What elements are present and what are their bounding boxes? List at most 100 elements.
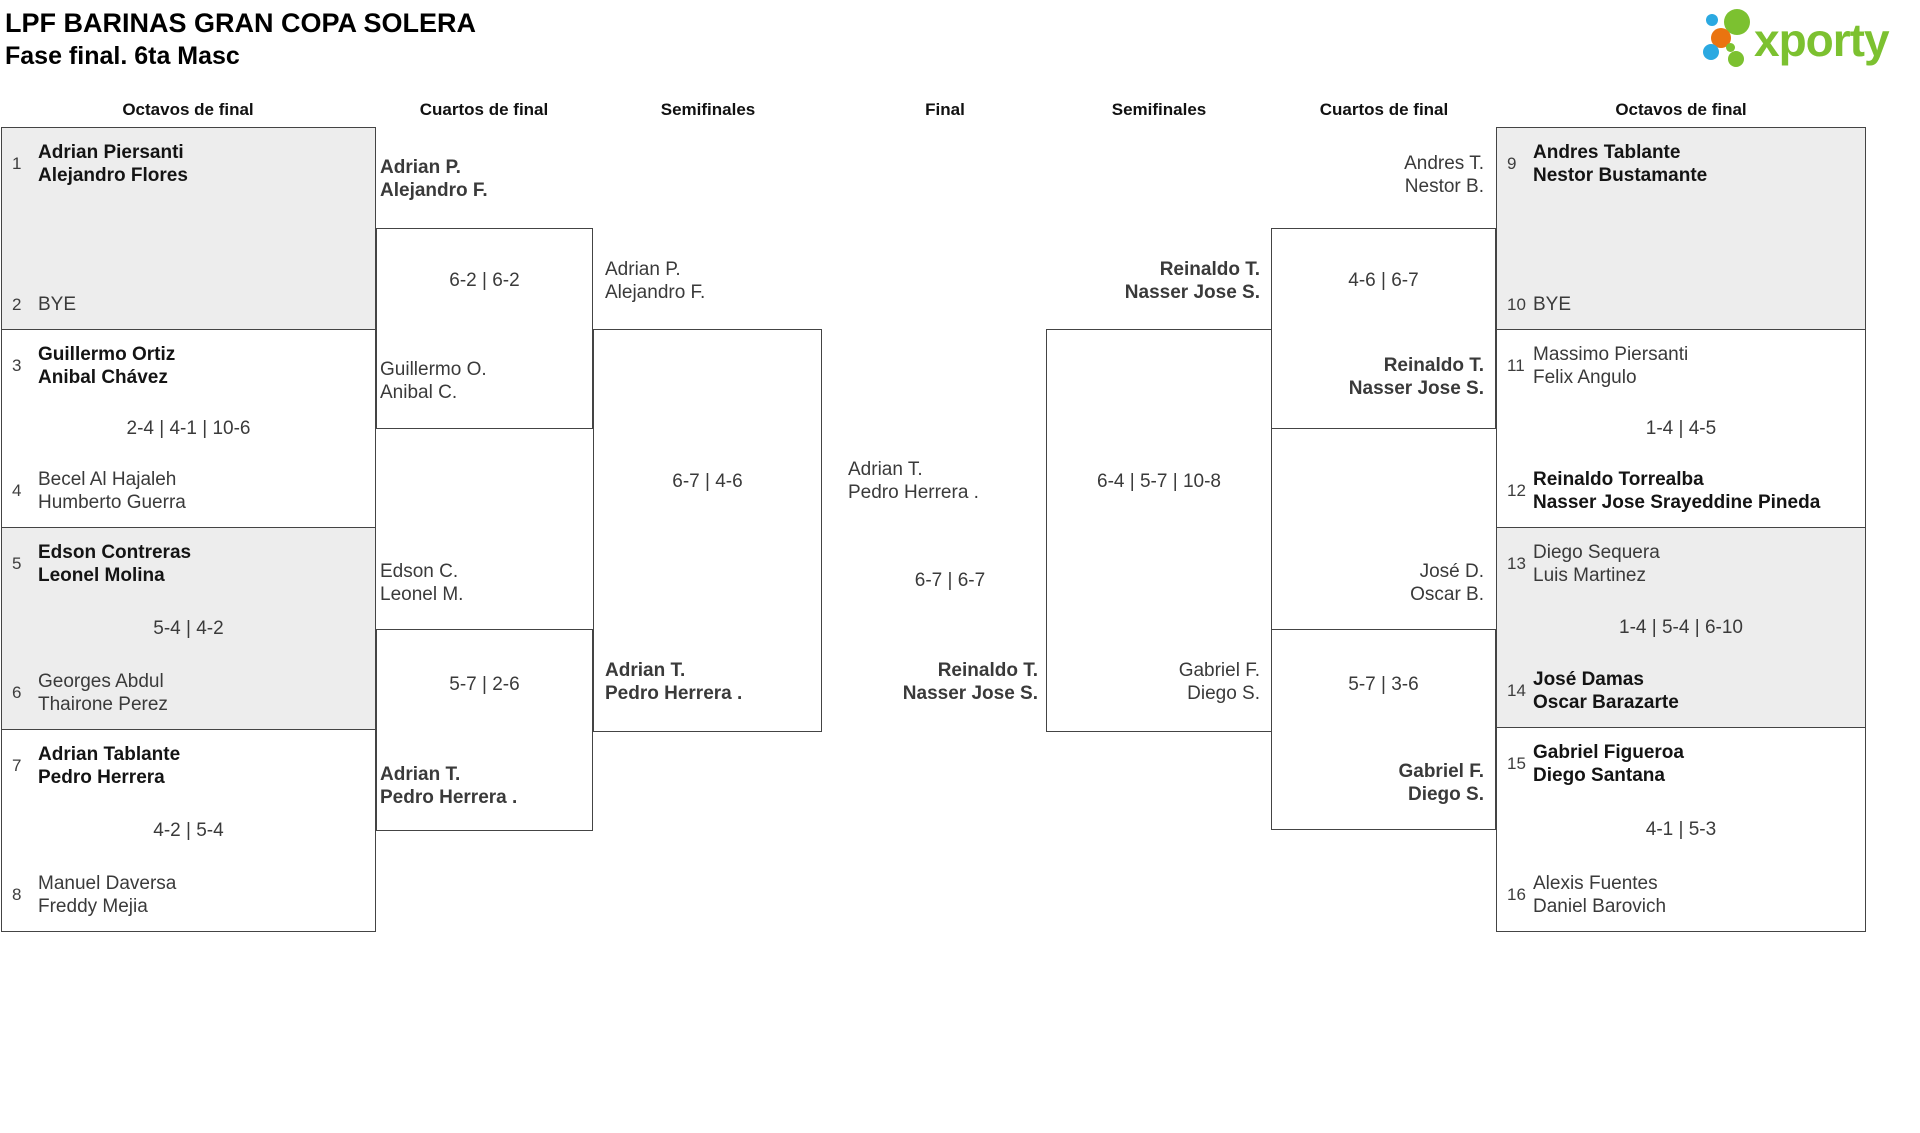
player-name: Alejandro F. xyxy=(605,282,706,303)
player-name: Leonel Molina xyxy=(38,565,165,586)
player-name: Nasser Jose S. xyxy=(1348,378,1484,399)
team-label: Adrian T. Pedro Herrera . xyxy=(848,458,979,504)
player-name: Pedro Herrera . xyxy=(848,482,979,503)
player-name: Pedro Herrera . xyxy=(605,683,743,704)
player-name: Nestor B. xyxy=(1404,176,1484,197)
logo-dot xyxy=(1706,14,1718,26)
player-name: Adrian P. xyxy=(605,259,681,280)
player-name: Adrian Tablante xyxy=(38,744,181,765)
logo-text: xporty xyxy=(1754,14,1890,66)
seed-number: 14 xyxy=(1507,681,1526,700)
player-name: José D. xyxy=(1419,561,1484,582)
team-names: Adrian Tablante Pedro Herrera xyxy=(38,743,180,789)
player-name: Gabriel F. xyxy=(1178,660,1260,681)
player-name: Gabriel F. xyxy=(1398,761,1484,782)
player-name: Andres T. xyxy=(1404,153,1484,174)
player-name: Gabriel Figueroa xyxy=(1533,742,1684,763)
team-names: Andres Tablante Nestor Bustamante xyxy=(1533,141,1707,187)
player-name: BYE xyxy=(38,294,77,315)
match-score: 5-7 | 2-6 xyxy=(449,674,520,695)
seed-number: 11 xyxy=(1507,356,1525,375)
octavos-match-box: 15 Gabriel Figueroa Diego Santana 4-1 | … xyxy=(1496,728,1866,932)
player-name: Massimo Piersanti xyxy=(1533,344,1689,365)
player-name: Manuel Daversa xyxy=(38,873,177,894)
match-score: 6-2 | 6-2 xyxy=(449,270,520,291)
team-names: Manuel Daversa Freddy Mejia xyxy=(38,872,176,918)
team-names: Diego Sequera Luis Martinez xyxy=(1533,541,1660,587)
match-score: 1-4 | 5-4 | 6-10 xyxy=(1619,616,1743,638)
player-name: Becel Al Hajaleh xyxy=(38,469,177,490)
team-row: 4 Becel Al Hajaleh Humberto Guerra xyxy=(2,468,375,514)
player-name: Diego S. xyxy=(1407,784,1484,805)
octavos-match-box: 13 Diego Sequera Luis Martinez 1-4 | 5-4… xyxy=(1496,528,1866,728)
seed-number: 10 xyxy=(1507,294,1526,314)
player-name: Reinaldo T. xyxy=(937,660,1038,681)
match-score: 6-4 | 5-7 | 10-8 xyxy=(1097,471,1221,492)
seed-number: 4 xyxy=(12,481,22,500)
team-names: BYE xyxy=(38,293,76,316)
quarterfinal-box xyxy=(1271,228,1496,429)
logo-dot xyxy=(1726,43,1735,52)
team-names: Becel Al Hajaleh Humberto Guerra xyxy=(38,468,186,514)
player-name: Adrian T. xyxy=(848,459,923,480)
player-name: Nasser Jose Srayeddine Pineda xyxy=(1533,492,1821,513)
match-score: 4-2 | 5-4 xyxy=(153,819,224,841)
seed-number: 8 xyxy=(12,885,22,904)
team-label: Guillermo O. Anibal C. xyxy=(380,358,487,404)
logo-dot xyxy=(1711,28,1731,48)
player-name: Diego Santana xyxy=(1533,765,1665,786)
team-names: Gabriel Figueroa Diego Santana xyxy=(1533,741,1684,787)
player-name: Pedro Herrera . xyxy=(380,787,518,808)
seed-number: 5 xyxy=(12,554,22,573)
player-name: Adrian Piersanti xyxy=(38,142,184,163)
player-name: Freddy Mejia xyxy=(38,896,148,917)
team-names: José Damas Oscar Barazarte xyxy=(1533,668,1679,714)
team-label: Reinaldo T. Nasser Jose S. xyxy=(1046,258,1260,304)
player-name: Adrian P. xyxy=(380,157,461,178)
player-name: Alejandro F. xyxy=(380,180,488,201)
round-header: Semifinales xyxy=(1111,100,1207,119)
team-row: 7 Adrian Tablante Pedro Herrera xyxy=(2,743,375,789)
seed-number: 9 xyxy=(1507,154,1517,173)
team-row: 8 Manuel Daversa Freddy Mejia xyxy=(2,872,375,918)
player-name: José Damas xyxy=(1533,669,1644,690)
player-name: Daniel Barovich xyxy=(1533,896,1667,917)
quarterfinal-box xyxy=(376,228,593,429)
seed-number: 1 xyxy=(12,154,22,173)
team-row: 6 Georges Abdul Thairone Perez xyxy=(2,670,375,716)
player-name: Guillermo O. xyxy=(380,359,487,380)
octavos-match-box: 1 Adrian Piersanti Alejandro Flores 2 BY… xyxy=(1,127,376,330)
round-header: Final xyxy=(925,100,965,119)
seed-number: 12 xyxy=(1507,481,1526,500)
player-name: Edson C. xyxy=(380,561,459,582)
team-row: 13 Diego Sequera Luis Martinez xyxy=(1497,541,1865,587)
player-name: Leonel M. xyxy=(380,584,464,605)
seed-number: 15 xyxy=(1507,754,1526,773)
team-row: 12 Reinaldo Torrealba Nasser Jose Srayed… xyxy=(1497,468,1865,514)
player-name: Reinaldo T. xyxy=(1383,355,1484,376)
player-name: Oscar Barazarte xyxy=(1533,692,1679,713)
team-label: José D. Oscar B. xyxy=(1271,560,1484,606)
team-label: Edson C. Leonel M. xyxy=(380,560,463,606)
seed-number: 7 xyxy=(12,756,22,775)
seed-number: 16 xyxy=(1507,885,1526,904)
team-names: Georges Abdul Thairone Perez xyxy=(38,670,168,716)
player-name: Anibal C. xyxy=(380,382,458,403)
team-names: Adrian Piersanti Alejandro Flores xyxy=(38,141,188,187)
team-label: Reinaldo T. Nasser Jose S. xyxy=(822,659,1038,705)
round-header: Cuartos de final xyxy=(1319,100,1449,119)
match-score: 4-1 | 5-3 xyxy=(1645,818,1717,840)
round-header: Octavos de final xyxy=(122,100,254,119)
player-name: Felix Angulo xyxy=(1533,367,1637,388)
player-name: Alexis Fuentes xyxy=(1533,873,1658,894)
player-name: BYE xyxy=(1533,294,1572,315)
team-row: 5 Edson Contreras Leonel Molina xyxy=(2,541,375,587)
player-name: Reinaldo T. xyxy=(1159,259,1260,280)
round-header: Octavos de final xyxy=(1615,100,1747,119)
team-names: Guillermo Ortiz Anibal Chávez xyxy=(38,343,175,389)
team-label: Adrian P. Alejandro F. xyxy=(605,258,705,304)
team-names: Alexis Fuentes Daniel Barovich xyxy=(1533,872,1666,918)
match-score: 6-7 | 4-6 xyxy=(672,471,743,492)
team-label: Adrian T. Pedro Herrera . xyxy=(605,659,742,705)
team-row: 10 BYE xyxy=(1497,293,1865,316)
